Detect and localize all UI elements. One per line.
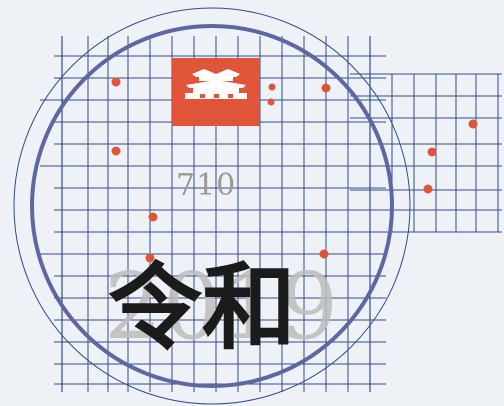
landmark-dot	[321, 83, 331, 93]
year-end: 2019	[104, 253, 338, 360]
landmark-dot	[268, 83, 276, 91]
landmark-dot	[267, 98, 275, 106]
landmark-dot	[427, 147, 437, 157]
landmark-dots	[111, 77, 478, 263]
landmark-dot	[111, 77, 121, 87]
year-start: 710	[176, 168, 236, 203]
era-name: 令和	[108, 253, 296, 363]
landmark-dot	[319, 249, 329, 259]
palace-gate-icon	[185, 69, 247, 99]
landmark-dot	[111, 146, 121, 156]
outer-circle	[13, 7, 411, 405]
landmark-dot	[468, 119, 478, 129]
city-grid	[40, 36, 502, 392]
inner-ring	[30, 24, 394, 388]
landmark-dot	[423, 184, 433, 194]
landmark-dot	[145, 253, 155, 263]
landmark-dot	[148, 212, 158, 222]
